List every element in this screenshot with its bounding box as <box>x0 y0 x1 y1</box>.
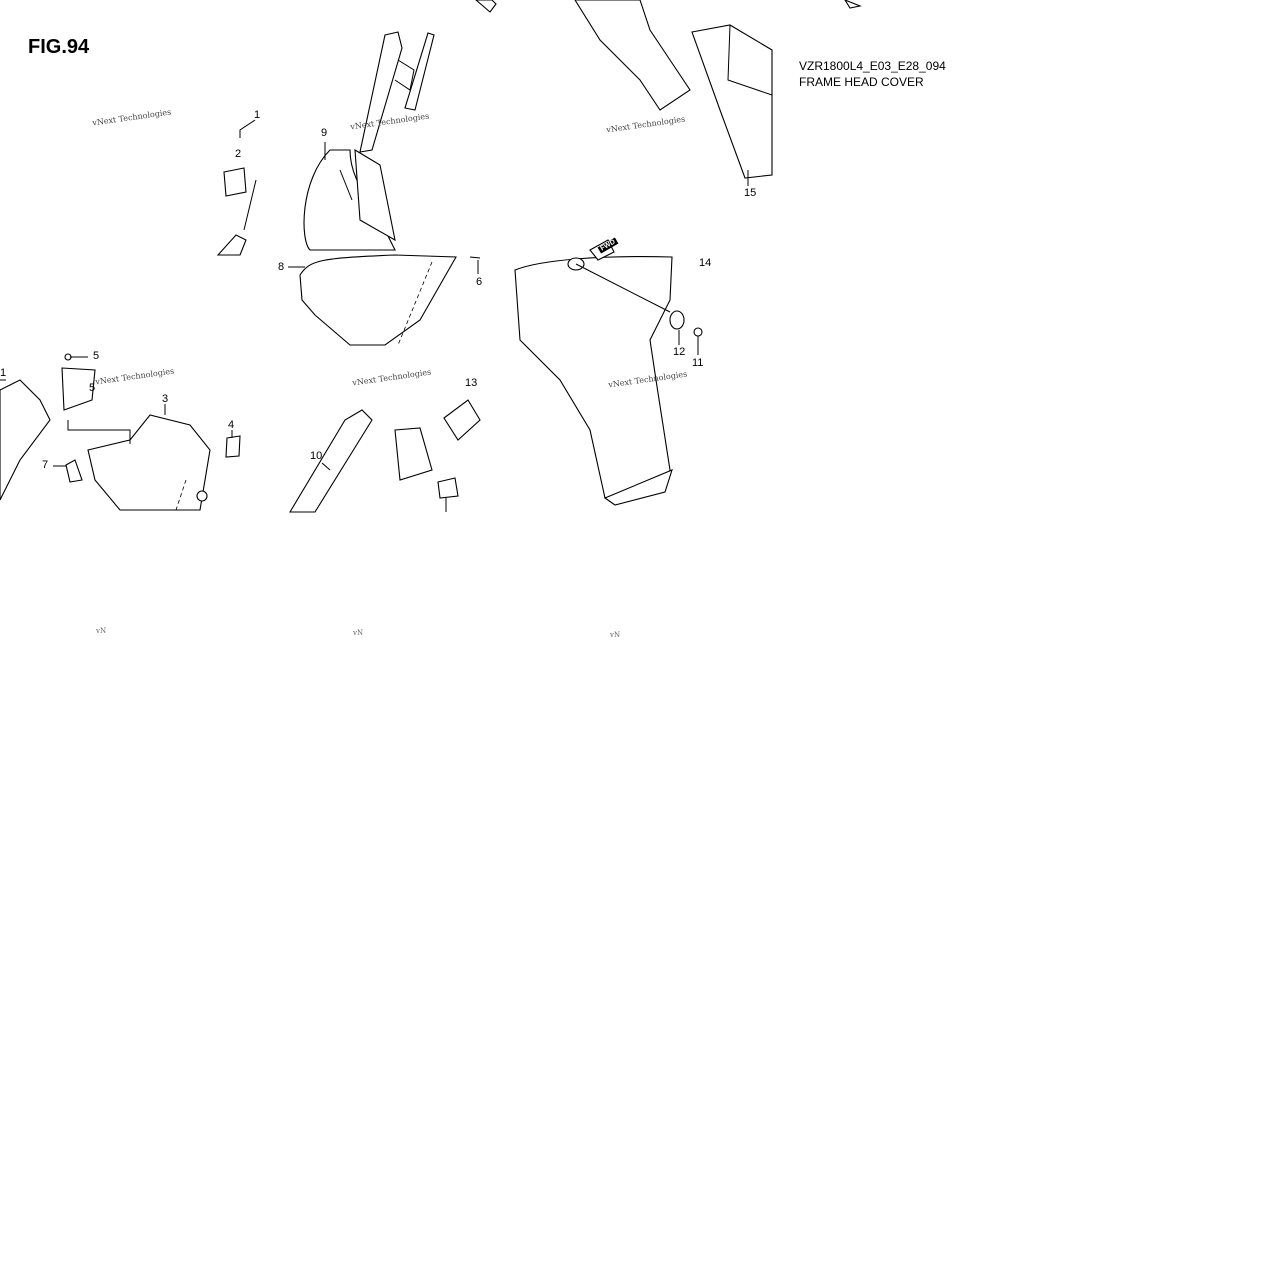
part-right-cover-14 <box>514 239 673 506</box>
part-pad-7 <box>65 459 83 483</box>
part-cover-top-right <box>475 0 862 179</box>
part-stay-10 <box>289 409 459 513</box>
callout-4: 4 <box>228 419 235 431</box>
callout-11: 11 <box>692 357 704 369</box>
callout-6: 6 <box>476 276 483 288</box>
callout-12: 12 <box>673 346 686 358</box>
leader-lines <box>53 142 749 471</box>
part-bracket-1 <box>0 367 96 501</box>
figure-code: VZR1800L4_E03_E28_094 <box>799 59 946 73</box>
callout-1: 1 <box>254 109 261 121</box>
figure-name: FRAME HEAD COVER <box>799 75 924 89</box>
figure-title: FIG.94 <box>28 36 90 58</box>
part-pad-13 <box>443 399 481 441</box>
callout-5: 5 <box>93 350 100 362</box>
part-screw-5 <box>64 353 88 361</box>
callout-3: 3 <box>162 393 169 405</box>
callout-1-lower: 1 <box>0 367 7 379</box>
callout-9: 9 <box>321 127 328 139</box>
part-cover-3 <box>67 414 211 511</box>
callout-14: 14 <box>699 257 712 269</box>
part-pad-4 <box>225 435 241 458</box>
callout-5-lower: 5 <box>89 382 96 394</box>
part-center-cover-8 <box>299 254 481 346</box>
callout-13: 13 <box>465 377 478 389</box>
part-bracket-top <box>303 31 435 251</box>
callout-8: 8 <box>278 261 285 273</box>
callout-7: 7 <box>42 459 49 471</box>
watermark-fragment: vN <box>353 629 364 637</box>
part-panel-2 <box>216 119 257 256</box>
part-screw-11 <box>693 327 703 355</box>
watermark-fragment: vN <box>96 627 107 635</box>
part-grommet-12 <box>669 310 685 345</box>
callout-2: 2 <box>235 148 242 160</box>
callout-15: 15 <box>744 187 757 199</box>
callout-10: 10 <box>310 450 323 462</box>
watermark-fragment: vN <box>610 631 621 639</box>
